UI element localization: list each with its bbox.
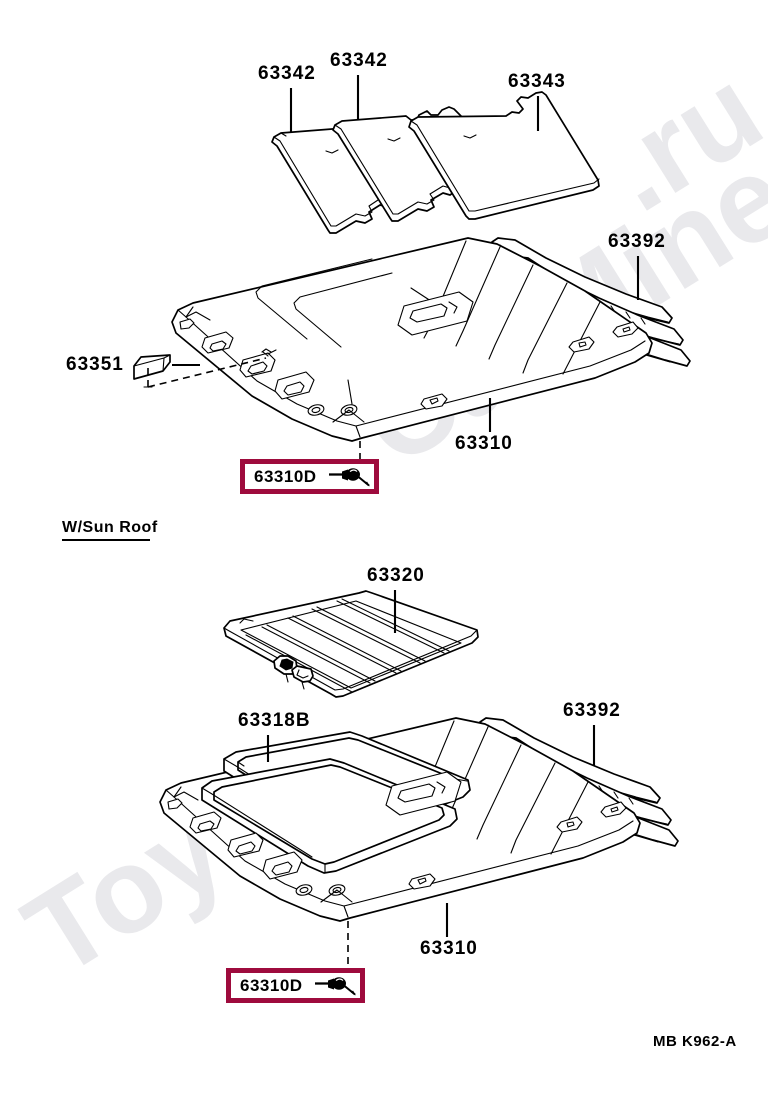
part-63351-pad-block bbox=[133, 354, 171, 380]
part-63320-sunshade bbox=[223, 590, 479, 698]
highlight-box-63310D-lower[interactable]: 63310D bbox=[226, 968, 365, 1003]
callout-63320: 63320 bbox=[367, 565, 425, 586]
callout-63392-lower: 63392 bbox=[563, 700, 621, 721]
callout-63351: 63351 bbox=[66, 354, 124, 375]
part-63343-pad bbox=[408, 91, 600, 220]
highlight-box-63310D-upper[interactable]: 63310D bbox=[240, 459, 379, 494]
part-63310-headliner-upper bbox=[171, 237, 653, 442]
clip-fastener-icon bbox=[329, 467, 370, 486]
callout-63342-middle: 63342 bbox=[330, 50, 388, 71]
section-underline bbox=[62, 539, 150, 541]
diagram-reference-code: MB K962-A bbox=[653, 1033, 737, 1050]
highlight-label-lower: 63310D bbox=[240, 975, 303, 995]
part-63310-headliner-lower bbox=[159, 717, 641, 922]
callout-leaders bbox=[172, 75, 640, 937]
section-label-sunroof: W/Sun Roof bbox=[62, 519, 157, 541]
callout-63318B: 63318B bbox=[238, 710, 311, 731]
clip-fastener-icon bbox=[315, 976, 356, 995]
callout-63343: 63343 bbox=[508, 71, 566, 92]
callout-63392-upper: 63392 bbox=[608, 231, 666, 252]
callout-63310-upper: 63310 bbox=[455, 433, 513, 454]
callout-63342-left: 63342 bbox=[258, 63, 316, 84]
highlight-label-upper: 63310D bbox=[254, 466, 317, 486]
callout-63310-lower: 63310 bbox=[420, 938, 478, 959]
